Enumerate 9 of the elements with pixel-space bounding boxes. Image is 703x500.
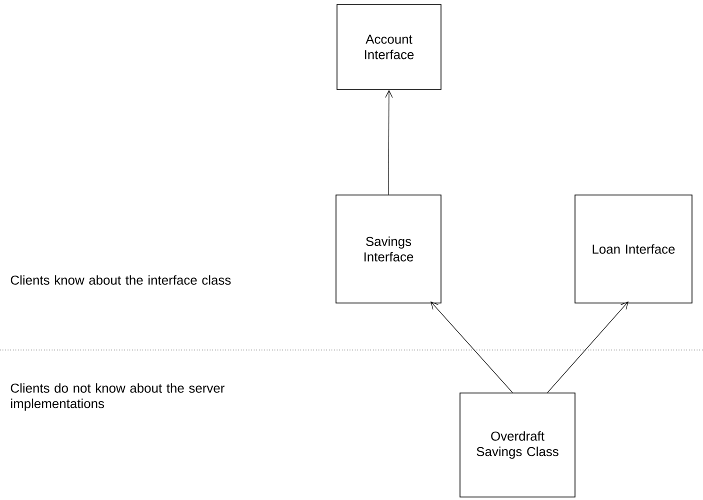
class-box: Overdraft Savings Class [460, 392, 576, 498]
arrow [430, 301, 513, 393]
class-box: Savings Interface [336, 194, 442, 304]
class-box: Account Interface [336, 4, 442, 90]
arrow [385, 90, 393, 195]
note-text: Clients know about the interface class [10, 275, 231, 285]
note-text: Clients do not know about the server implementations [10, 383, 224, 411]
class-box: Loan Interface [574, 194, 692, 304]
arrow [547, 301, 628, 393]
